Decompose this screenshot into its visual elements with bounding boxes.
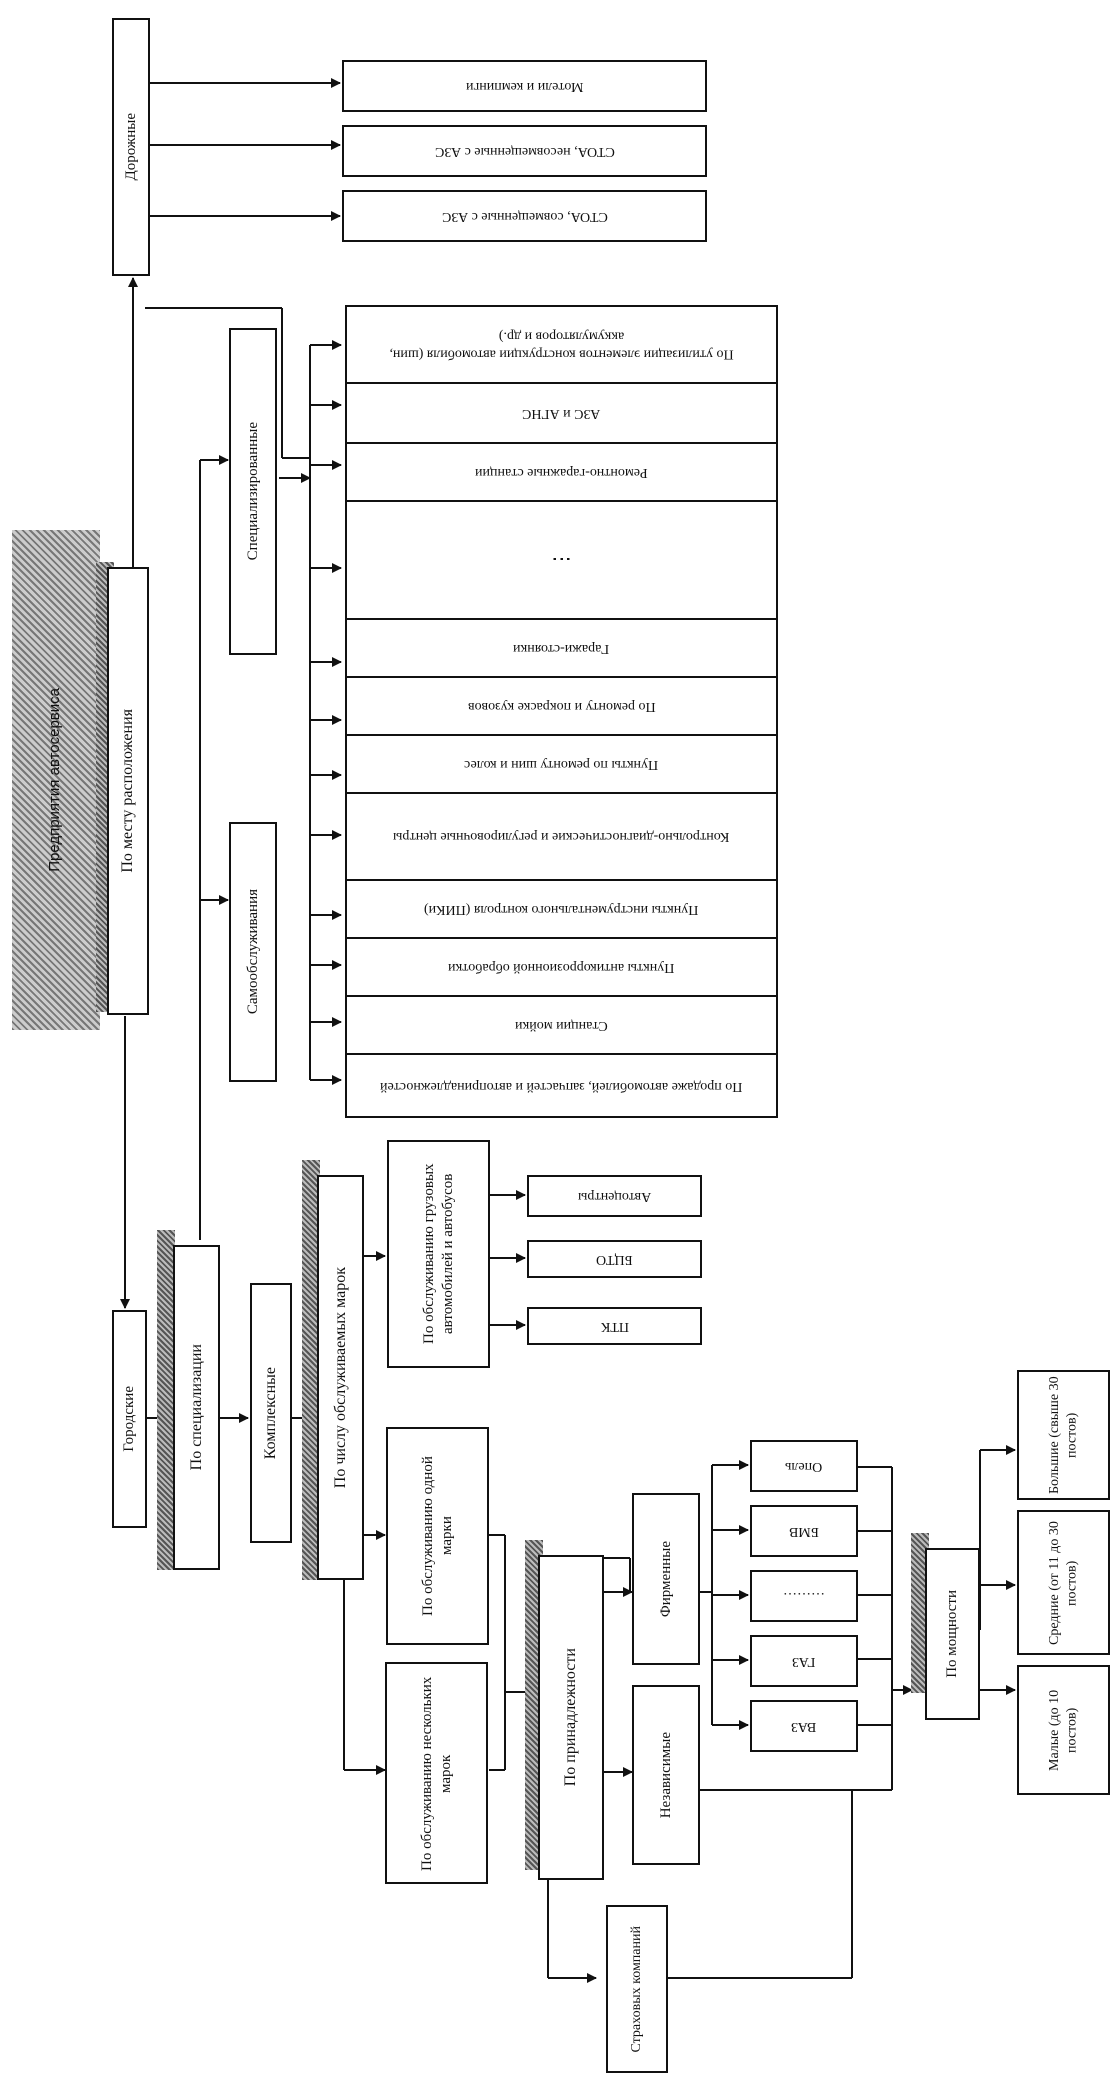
one-brand-box[interactable]: По обслуживанию одной марки: [386, 1427, 489, 1645]
capacity-small[interactable]: Малые (до 10 постов): [1017, 1665, 1110, 1795]
city-box[interactable]: Городские: [112, 1310, 147, 1528]
list-item[interactable]: По продаже автомобилей, запчастей и авто…: [347, 1053, 776, 1118]
list-item[interactable]: Пункты инструментального контроля (ПИКи): [347, 879, 776, 937]
truck-child-ptk[interactable]: ПТК: [527, 1307, 702, 1345]
brand-bmw[interactable]: БМВ: [750, 1505, 858, 1557]
city-label: Городские: [121, 1386, 138, 1452]
list-item[interactable]: По утилизации элементов конструкции авто…: [389, 328, 734, 362]
brand-gaz[interactable]: ГАЗ: [750, 1635, 858, 1687]
independent-box[interactable]: Независимые: [632, 1685, 700, 1865]
complex-box[interactable]: Комплексные: [250, 1283, 292, 1543]
list-item[interactable]: Ремонтно-гаражные станции: [347, 442, 776, 500]
by-specialization-label: По специализации: [187, 1344, 205, 1471]
list-item[interactable]: АЗС и АГНС: [347, 382, 776, 442]
list-item[interactable]: Контрольно-диагностические и регулировоч…: [347, 792, 776, 879]
road-box[interactable]: Дорожные: [112, 18, 150, 276]
by-capacity-shadow: [911, 1533, 929, 1693]
brand-opel[interactable]: Опель: [750, 1440, 858, 1492]
diagram-title-text: Предприятия автосервиса: [45, 688, 63, 872]
brand-ellipsis: ………: [750, 1570, 858, 1622]
by-brands-shadow: [302, 1160, 320, 1580]
road-child-stoa-combined[interactable]: СТОА, совмещенные с АЗС: [342, 190, 707, 242]
list-item[interactable]: Пункты антикоррозионной обработки: [347, 937, 776, 995]
capacity-large[interactable]: Большие (свыше 30 постов): [1017, 1370, 1110, 1500]
list-item[interactable]: Станции мойки: [347, 995, 776, 1053]
list-item-ellipsis: ⋮: [347, 500, 776, 618]
road-label: Дорожные: [122, 113, 139, 181]
truck-child-autocenters[interactable]: Автоцентры: [527, 1175, 702, 1217]
list-item[interactable]: Гаражи-стоянки: [347, 618, 776, 676]
diagram-title: Предприятия автосервиса: [40, 560, 70, 1000]
road-child-motels[interactable]: Мотели и кемпинги: [342, 60, 707, 112]
by-capacity-box[interactable]: По мощности: [925, 1548, 980, 1720]
insurance-box[interactable]: Страховых компаний: [606, 1905, 668, 2073]
branded-box[interactable]: Фирменные: [632, 1493, 700, 1665]
by-spec-shadow: [157, 1230, 175, 1570]
trucks-box[interactable]: По обслуживанию грузовых автомобилей и а…: [387, 1140, 490, 1368]
capacity-medium[interactable]: Средние (от 11 до 30 постов): [1017, 1510, 1110, 1655]
brand-vaz[interactable]: ВАЗ: [750, 1700, 858, 1752]
several-brands-box[interactable]: По обслуживанию нескольких марок: [385, 1662, 488, 1884]
list-item[interactable]: По ремонту и покраске кузовов: [347, 676, 776, 734]
road-child-stoa-separate[interactable]: СТОА, несовмещенные с АЗС: [342, 125, 707, 177]
specialized-box[interactable]: Специализированные: [229, 328, 277, 655]
title-shadow: [12, 530, 100, 1030]
specialized-list: По утилизации элементов конструкции авто…: [345, 305, 778, 1118]
by-brands-box[interactable]: По числу обслуживаемых марок: [317, 1175, 364, 1580]
by-ownership-box[interactable]: По принадлежности: [538, 1555, 604, 1880]
truck-child-bcto[interactable]: БЦТО: [527, 1240, 702, 1278]
list-item[interactable]: Пункты по ремонту шин и колес: [347, 734, 776, 792]
self-service-box[interactable]: Самообслуживания: [229, 822, 277, 1082]
by-location-label: По месту расположения: [119, 709, 136, 873]
by-specialization-box[interactable]: По специализации: [173, 1245, 220, 1570]
by-location-box[interactable]: По месту расположения: [107, 567, 149, 1015]
